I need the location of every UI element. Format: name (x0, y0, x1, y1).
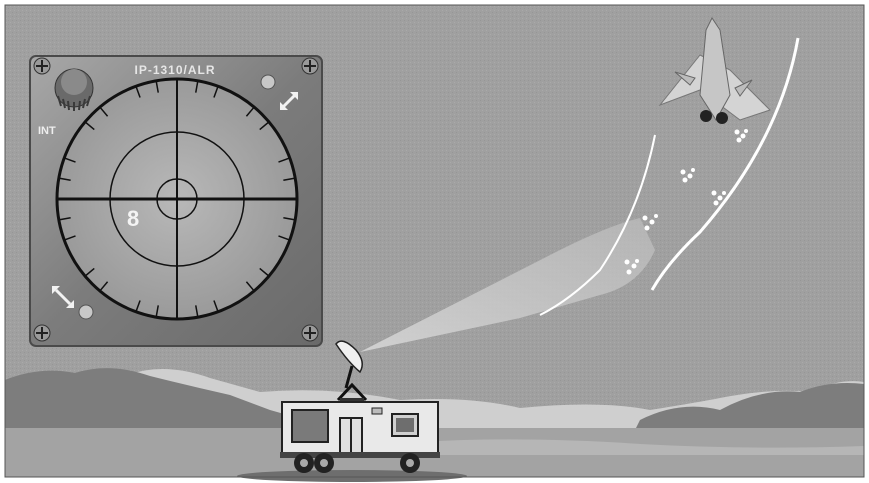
threat-symbol: 8 (127, 206, 139, 231)
screw-icon (302, 325, 318, 341)
alr-indicator-panel: IP-1310/ALR INT 8 (30, 56, 322, 346)
power-lamp-icon (261, 75, 275, 89)
screw-icon (34, 58, 50, 74)
truck-shadow (237, 470, 467, 482)
screw-icon (34, 325, 50, 341)
radar-scope: 8 (57, 79, 297, 319)
screw-icon (302, 58, 318, 74)
int-label: INT (38, 125, 56, 137)
power-lamp-icon (79, 305, 93, 319)
knob-icon[interactable] (55, 69, 93, 111)
panel-title: IP-1310/ALR (134, 63, 215, 77)
